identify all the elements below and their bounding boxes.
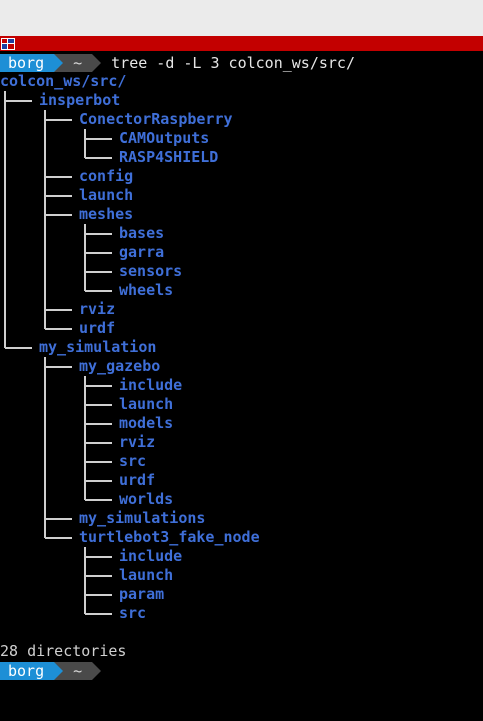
prompt-end-arrow bbox=[92, 662, 102, 680]
tab-bar bbox=[0, 36, 483, 51]
tree-summary: 28 directories bbox=[0, 642, 127, 660]
tree-node: launch bbox=[119, 395, 174, 413]
tree-node: bases bbox=[119, 224, 165, 242]
prompt-host-segment: borg bbox=[0, 54, 55, 72]
tree-node: src bbox=[119, 452, 147, 470]
prompt-cwd-segment: ~ bbox=[63, 662, 93, 680]
tree-node: my_gazebo bbox=[79, 357, 161, 375]
window-titlebar bbox=[0, 0, 483, 36]
tree-node: urdf bbox=[79, 319, 116, 337]
tree-node: launch bbox=[79, 186, 134, 204]
tree-node: launch bbox=[119, 566, 174, 584]
tree-node: turtlebot3_fake_node bbox=[79, 528, 260, 546]
tree-node: my_simulations bbox=[79, 509, 206, 527]
tree-node: ConectorRaspberry bbox=[79, 110, 233, 128]
tree-node: rviz bbox=[119, 433, 156, 451]
prompt-host-segment: borg bbox=[0, 662, 55, 680]
tree-node: models bbox=[119, 414, 174, 432]
tree-node: rviz bbox=[79, 300, 116, 318]
tree-node: src bbox=[119, 604, 147, 622]
prompt-separator-arrow bbox=[54, 54, 64, 72]
tree-node: include bbox=[119, 376, 183, 394]
tree-root: colcon_ws/src/ bbox=[0, 72, 127, 90]
terminal-app-icon[interactable] bbox=[1, 38, 15, 50]
command-text: tree -d -L 3 colcon_ws/src/ bbox=[111, 54, 355, 72]
tree-node: RASP4SHIELD bbox=[119, 148, 219, 166]
tree-node: meshes bbox=[79, 205, 134, 223]
tree-node: my_simulation bbox=[39, 338, 157, 356]
tree-node: wheels bbox=[119, 281, 174, 299]
prompt-separator-arrow bbox=[54, 662, 64, 680]
tree-node: CAMOutputs bbox=[119, 129, 210, 147]
tree-node: urdf bbox=[119, 471, 156, 489]
shell-prompt: borg ~ tree -d -L 3 colcon_ws/src/ bbox=[0, 54, 355, 72]
prompt-cwd-segment: ~ bbox=[63, 54, 93, 72]
tree-node: param bbox=[119, 585, 165, 603]
prompt-end-arrow bbox=[92, 54, 102, 72]
tree-node: config bbox=[79, 167, 134, 185]
tree-connectors bbox=[4, 91, 112, 615]
tree-node: include bbox=[119, 547, 183, 565]
tree-node: sensors bbox=[119, 262, 183, 280]
shell-prompt-2: borg ~ bbox=[0, 662, 102, 680]
tree-node: worlds bbox=[119, 490, 174, 508]
terminal-view[interactable]: borg ~ tree -d -L 3 colcon_ws/src/ colco… bbox=[0, 52, 483, 721]
tree-node: garra bbox=[119, 243, 165, 261]
tree-node: insperbot bbox=[39, 91, 121, 109]
